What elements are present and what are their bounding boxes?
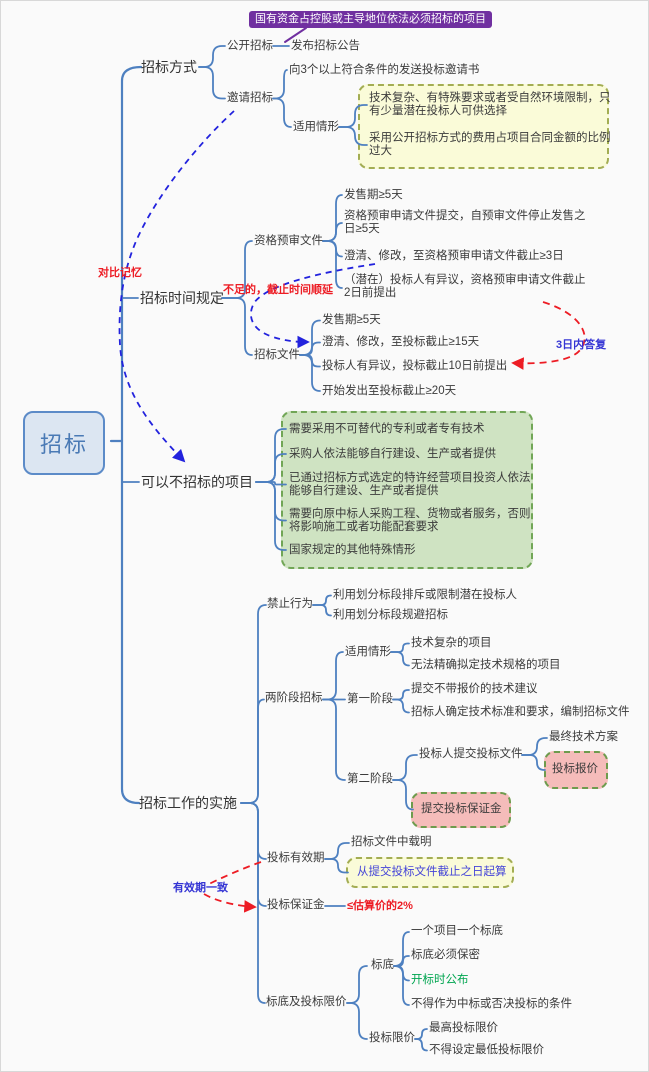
annotation-validity-same[interactable]: 有效期一致: [173, 882, 228, 894]
invite-applicable-box[interactable]: [358, 84, 609, 169]
annotation-deadline-extend[interactable]: 不足的，截止时间顺延: [223, 284, 333, 296]
bid-docs-item[interactable]: 发售期≥5天: [322, 314, 381, 326]
node-bid-validity[interactable]: 投标有效期: [267, 852, 325, 864]
node-two-stage-applicable[interactable]: 适用情形: [345, 646, 391, 658]
stage-one-item[interactable]: 招标人确定技术标准和要求，编制招标文件: [411, 706, 630, 718]
base-price-item[interactable]: 不得作为中标或否决投标的条件: [411, 998, 572, 1010]
bid-docs-item[interactable]: 投标人有异议，投标截止10日前提出: [322, 360, 508, 372]
node-send-invitations[interactable]: 向3个以上符合条件的发送投标邀请书: [289, 64, 480, 76]
node-bid-deposit[interactable]: 投标保证金: [267, 899, 325, 911]
node-invited-bidding[interactable]: 邀请招标: [227, 92, 273, 104]
node-bid-documents[interactable]: 招标文件: [254, 349, 300, 361]
no-bidding-item[interactable]: 已通过招标方式选定的特许经营项目投资人依法能够自行建设、生产或者提供: [289, 472, 531, 497]
prequalification-item[interactable]: （潜在）投标人有异议，资格预审申请文件截止2日前提出: [344, 274, 586, 299]
bid-quote-box[interactable]: [544, 751, 608, 789]
annotation-compare-memory[interactable]: 对比记忆: [98, 267, 142, 279]
node-bid-quote[interactable]: 投标报价: [552, 763, 598, 775]
two-stage-applicable-item[interactable]: 无法精确拟定技术规格的项目: [411, 659, 561, 671]
deposit-limit-item[interactable]: ≤估算价的2%: [347, 900, 413, 912]
prequalification-item[interactable]: 澄清、修改，至资格预审申请文件截止≥3日: [344, 250, 564, 262]
price-limit-item[interactable]: 不得设定最低投标限价: [429, 1044, 544, 1056]
base-price-item[interactable]: 开标时公布: [411, 974, 469, 986]
node-base-price-and-limit[interactable]: 标底及投标限价: [266, 996, 347, 1008]
annotation-reply-3days[interactable]: 3日内答复: [556, 339, 607, 351]
base-price-item[interactable]: 标底必须保密: [411, 949, 480, 961]
node-bidding-method[interactable]: 招标方式: [141, 59, 197, 75]
no-bidding-box[interactable]: [281, 411, 533, 569]
root-label: 招标: [39, 432, 88, 457]
base-price-item[interactable]: 一个项目一个标底: [411, 925, 503, 937]
node-no-bidding-projects[interactable]: 可以不招标的项目: [141, 474, 253, 490]
stage-one-item[interactable]: 提交不带报价的技术建议: [411, 683, 538, 695]
node-publish-announcement[interactable]: 发布招标公告: [291, 40, 360, 52]
node-two-stage-bidding[interactable]: 两阶段招标: [265, 692, 323, 704]
node-base-price[interactable]: 标底: [371, 959, 394, 971]
node-stage-one[interactable]: 第一阶段: [347, 693, 393, 705]
node-bid-price-limit[interactable]: 投标限价: [369, 1032, 415, 1044]
node-prequalification-docs[interactable]: 资格预审文件: [254, 235, 323, 247]
node-open-bidding[interactable]: 公开招标: [227, 40, 273, 52]
validity-from-item[interactable]: 从提交投标文件截止之日起算: [357, 866, 507, 878]
validity-stated-item[interactable]: 招标文件中载明: [351, 836, 432, 848]
root-node[interactable]: 招标: [23, 411, 105, 475]
bid-docs-item[interactable]: 澄清、修改，至投标截止≥15天: [322, 336, 480, 348]
prohibited-item[interactable]: 利用划分标段排斥或限制潜在投标人: [333, 589, 517, 601]
node-time-rules[interactable]: 招标时间规定: [140, 290, 224, 306]
node-prohibited-acts[interactable]: 禁止行为: [267, 598, 313, 610]
prequalification-item[interactable]: 发售期≥5天: [344, 189, 403, 201]
node-submit-deposit[interactable]: 提交投标保证金: [421, 803, 502, 815]
no-bidding-item[interactable]: 需要采用不可替代的专利或者专有技术: [289, 423, 485, 435]
state-funded-callout[interactable]: 国有资金占控股或主导地位依法必须招标的项目: [249, 11, 492, 28]
node-implementation[interactable]: 招标工作的实施: [139, 795, 237, 811]
applicable-item[interactable]: 技术复杂、有特殊要求或者受自然环境限制，只有少量潜在投标人可供选择: [369, 92, 611, 117]
node-stage-two[interactable]: 第二阶段: [347, 773, 393, 785]
no-bidding-item[interactable]: 需要向原中标人采购工程、货物或者服务，否则将影响施工或者功能配套要求: [289, 508, 531, 533]
price-limit-item[interactable]: 最高投标限价: [429, 1022, 498, 1034]
node-submit-bid-docs[interactable]: 投标人提交投标文件: [419, 748, 523, 760]
node-applicable-situations[interactable]: 适用情形: [293, 121, 339, 133]
prohibited-item[interactable]: 利用划分标段规避招标: [333, 609, 448, 621]
validity-from-box[interactable]: [346, 857, 514, 888]
no-bidding-item[interactable]: 采购人依法能够自行建设、生产或者提供: [289, 448, 496, 460]
applicable-item[interactable]: 采用公开招标方式的费用占项目合同金额的比例过大: [369, 132, 611, 157]
two-stage-applicable-item[interactable]: 技术复杂的项目: [411, 637, 492, 649]
no-bidding-item[interactable]: 国家规定的其他特殊情形: [289, 544, 416, 556]
node-final-tech-plan[interactable]: 最终技术方案: [549, 731, 618, 743]
bid-docs-item[interactable]: 开始发出至投标截止≥20天: [322, 385, 457, 397]
prequalification-item[interactable]: 资格预审申请文件提交，自预审文件停止发售之日≥5天: [344, 210, 586, 235]
